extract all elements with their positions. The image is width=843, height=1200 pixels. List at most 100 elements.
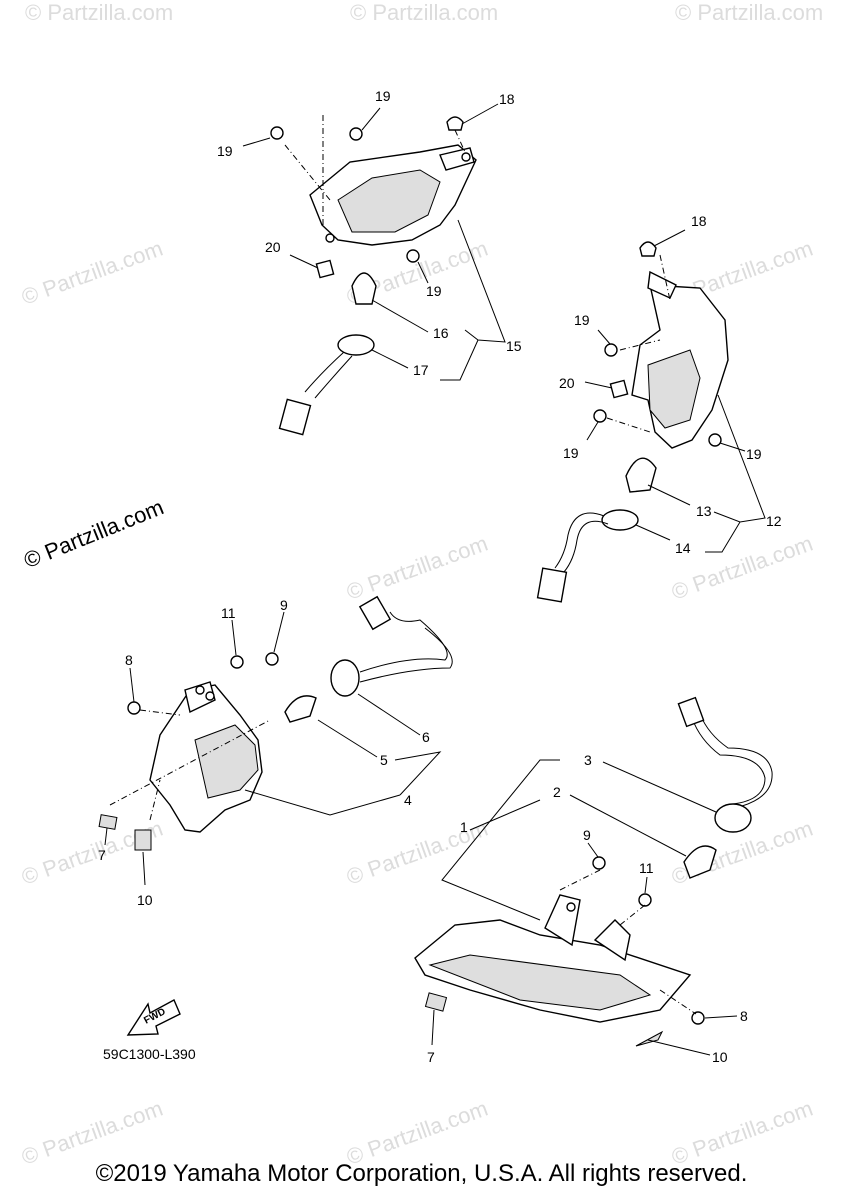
leader-line-12b bbox=[705, 521, 741, 553]
leader-line bbox=[704, 1015, 738, 1019]
leader-line bbox=[719, 442, 746, 452]
watermark: © Partzilla.com bbox=[343, 531, 491, 605]
leader-line bbox=[647, 484, 691, 506]
leader-line bbox=[142, 851, 146, 886]
assembly-line bbox=[454, 129, 466, 153]
leader-line-1b bbox=[469, 799, 541, 831]
leader-line bbox=[371, 349, 409, 369]
leader-line-15 bbox=[457, 219, 506, 343]
screw-19-icon bbox=[270, 126, 284, 140]
watermark: © Partzilla.com bbox=[18, 236, 166, 310]
callout-11: 11 bbox=[639, 860, 654, 876]
leader-line bbox=[647, 1039, 711, 1056]
nut-20-icon bbox=[609, 379, 629, 399]
flasher-bracket-tab bbox=[184, 681, 216, 714]
leader-line bbox=[431, 1009, 435, 1046]
assembly-line bbox=[619, 904, 646, 926]
leader-line bbox=[417, 261, 429, 284]
callout-19: 19 bbox=[746, 446, 762, 462]
callout-9: 9 bbox=[583, 827, 591, 843]
callout-20: 20 bbox=[265, 239, 281, 255]
assembly-line bbox=[606, 417, 651, 433]
assembly-line bbox=[284, 144, 331, 201]
screw-8-icon bbox=[127, 701, 141, 715]
leader-line bbox=[371, 299, 429, 333]
leader-line bbox=[242, 137, 271, 147]
watermark: © Partzilla.com bbox=[350, 0, 498, 25]
connector-icon bbox=[278, 398, 312, 436]
callout-19: 19 bbox=[574, 312, 590, 328]
leader-line bbox=[584, 381, 613, 389]
bracket-hole bbox=[566, 902, 576, 912]
front-flasher-left-assembly: 11 9 8 6 5 4 7 10 bbox=[98, 595, 453, 908]
leader-line-15b bbox=[440, 339, 479, 381]
watermark: © Partzilla.com bbox=[668, 1096, 816, 1170]
bulb-5-icon bbox=[284, 695, 317, 723]
wire bbox=[563, 520, 609, 573]
leader-line bbox=[602, 761, 717, 813]
callout-4: 4 bbox=[404, 792, 412, 808]
wire bbox=[359, 627, 453, 683]
socket-3-icon bbox=[714, 803, 752, 833]
callout-17: 17 bbox=[413, 362, 429, 378]
callout-18: 18 bbox=[499, 91, 515, 107]
watermark: © Partzilla.com bbox=[25, 0, 173, 25]
callout-20: 20 bbox=[559, 375, 575, 391]
nut-20-icon bbox=[315, 259, 335, 279]
assembly-line bbox=[559, 869, 601, 891]
callout-2: 2 bbox=[553, 784, 561, 800]
fwd-arrow: FWD bbox=[126, 999, 181, 1036]
callout-18: 18 bbox=[691, 213, 707, 229]
grommet-18-icon bbox=[639, 241, 657, 257]
bulb-2-icon bbox=[683, 845, 717, 879]
callout-8: 8 bbox=[740, 1008, 748, 1024]
screw-8-icon bbox=[691, 1011, 705, 1025]
callout-7: 7 bbox=[427, 1049, 435, 1065]
callout-1: 1 bbox=[460, 819, 468, 835]
socket-6-icon bbox=[330, 659, 360, 697]
rear-flasher-left-assembly: 19 18 19 20 19 16 15 17 bbox=[217, 88, 522, 436]
copyright-notice: ©2019 Yamaha Motor Corporation, U.S.A. A… bbox=[95, 1160, 748, 1187]
leader-line bbox=[129, 667, 135, 703]
leader-line bbox=[569, 794, 687, 857]
bracket-hole bbox=[325, 233, 335, 243]
leader-line bbox=[597, 329, 611, 345]
screw-9-icon bbox=[592, 856, 606, 870]
callout-10: 10 bbox=[712, 1049, 728, 1065]
leader-line bbox=[361, 107, 381, 131]
bracket-hole bbox=[205, 691, 215, 701]
callout-15: 15 bbox=[506, 338, 522, 354]
screw-19-icon bbox=[604, 343, 618, 357]
callout-10: 10 bbox=[137, 892, 153, 908]
callout-13: 13 bbox=[696, 503, 712, 519]
callout-8: 8 bbox=[125, 652, 133, 668]
screw-19-icon bbox=[349, 127, 363, 141]
leader-line bbox=[289, 254, 319, 269]
callout-19: 19 bbox=[563, 445, 579, 461]
watermark: © Partzilla.com bbox=[18, 1096, 166, 1170]
wire bbox=[359, 611, 448, 673]
callout-19: 19 bbox=[426, 283, 442, 299]
leader-line bbox=[653, 229, 686, 247]
flasher-lens-inner bbox=[428, 954, 652, 1011]
bracket-hole bbox=[195, 685, 205, 695]
callout-19: 19 bbox=[217, 143, 233, 159]
diagram-code: 59C1300-L390 bbox=[103, 1046, 196, 1062]
flasher-bracket-tab bbox=[593, 919, 631, 962]
callout-3: 3 bbox=[584, 752, 592, 768]
connector-icon bbox=[677, 696, 705, 728]
leader-line-4 bbox=[394, 751, 442, 796]
screw-11-icon bbox=[638, 893, 652, 907]
flasher-lens-inner bbox=[647, 349, 701, 429]
watermark: © Partzilla.com bbox=[675, 0, 823, 25]
leader-line bbox=[635, 524, 671, 541]
leader-line bbox=[104, 827, 108, 846]
leader-line bbox=[273, 611, 285, 653]
bracket-hole bbox=[461, 152, 471, 162]
callout-7: 7 bbox=[98, 847, 106, 863]
watermark: © Partzilla.com bbox=[343, 1096, 491, 1170]
bulb-16-icon bbox=[351, 272, 377, 305]
pad-7-icon bbox=[424, 992, 448, 1012]
leader-line-4b bbox=[244, 789, 401, 816]
